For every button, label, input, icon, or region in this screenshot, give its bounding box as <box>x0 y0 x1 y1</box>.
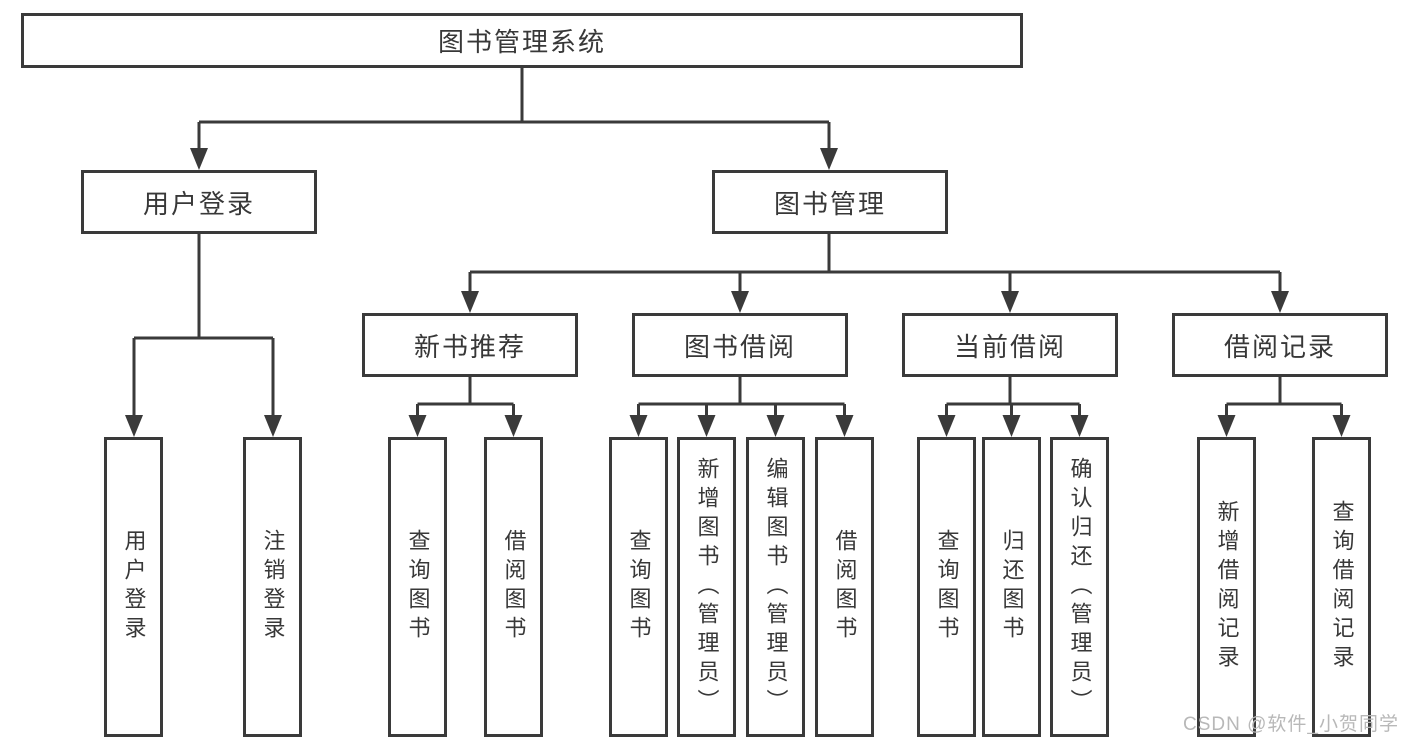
arrowhead-icon <box>408 415 427 437</box>
node-edit-books-admin: 编辑图书（管理员） <box>746 437 805 737</box>
node-confirm-return-admin: 确认归还（管理员） <box>1050 437 1109 737</box>
connector-line <box>416 377 515 417</box>
arrowhead-icon <box>1001 291 1019 313</box>
node-book-borrow: 图书借阅 <box>632 313 848 377</box>
node-label: 新增借阅记录 <box>1214 500 1240 674</box>
csdn-watermark: CSDN @软件_小贺同学 <box>1183 714 1399 735</box>
node-user-login: 用户登录 <box>81 170 317 234</box>
arrowhead-icon <box>1070 415 1089 437</box>
node-label: 查询图书 <box>934 529 960 645</box>
node-user-login-leaf: 用户登录 <box>104 437 163 737</box>
node-label: 图书管理 <box>773 188 886 219</box>
connector-line <box>637 377 846 417</box>
node-query-books-3: 查询图书 <box>917 437 976 737</box>
connector-line <box>945 377 1081 417</box>
connector-line <box>468 234 1282 293</box>
node-label: 确认归还（管理员） <box>1067 456 1093 718</box>
node-library-management-system: 图书管理系统 <box>21 13 1023 68</box>
edge-root-to-level2 <box>190 68 838 170</box>
node-label: 注销登录 <box>260 529 286 645</box>
arrowhead-icon <box>190 148 208 170</box>
node-label: 用户登录 <box>142 188 255 219</box>
edge-book-management-to-level3 <box>461 234 1289 313</box>
node-add-books-admin: 新增图书（管理员） <box>677 437 736 737</box>
arrowhead-icon <box>629 415 648 437</box>
node-new-book-recommend: 新书推荐 <box>362 313 578 377</box>
node-label: 查询借阅记录 <box>1329 500 1355 674</box>
arrowhead-icon <box>461 291 479 313</box>
node-query-books-2: 查询图书 <box>609 437 668 737</box>
node-label: 新增图书（管理员） <box>694 456 720 718</box>
edge-book-borrow-to-children <box>629 377 854 437</box>
arrowhead-icon <box>1332 415 1351 437</box>
arrowhead-icon <box>835 415 854 437</box>
arrowhead-icon <box>731 291 749 313</box>
node-label: 图书借阅 <box>683 331 796 362</box>
node-label: 用户登录 <box>121 529 147 645</box>
arrowhead-icon <box>504 415 523 437</box>
node-query-borrow-record: 查询借阅记录 <box>1312 437 1371 737</box>
arrowhead-icon <box>697 415 716 437</box>
node-logout: 注销登录 <box>243 437 302 737</box>
node-label: 当前借阅 <box>953 331 1066 362</box>
node-label: 查询图书 <box>405 529 431 645</box>
node-borrow-records: 借阅记录 <box>1172 313 1388 377</box>
node-query-books-1: 查询图书 <box>388 437 447 737</box>
edge-current-borrow-to-children <box>937 377 1089 437</box>
arrowhead-icon <box>125 415 143 437</box>
node-book-management: 图书管理 <box>712 170 948 234</box>
connector-line <box>1225 377 1343 417</box>
node-label: 借阅图书 <box>832 529 858 645</box>
edge-user-login-to-children <box>125 234 282 437</box>
connector-line <box>132 234 275 417</box>
arrowhead-icon <box>1002 415 1021 437</box>
node-label: 新书推荐 <box>413 331 526 362</box>
arrowhead-icon <box>937 415 956 437</box>
node-borrow-books-2: 借阅图书 <box>815 437 874 737</box>
edge-borrow-records-to-children <box>1217 377 1351 437</box>
node-add-borrow-record: 新增借阅记录 <box>1197 437 1256 737</box>
node-label: 借阅记录 <box>1223 331 1336 362</box>
node-label: 编辑图书（管理员） <box>763 456 789 718</box>
node-label: 归还图书 <box>999 529 1025 645</box>
node-return-books: 归还图书 <box>982 437 1041 737</box>
node-label: 借阅图书 <box>501 529 527 645</box>
arrowhead-icon <box>820 148 838 170</box>
arrowhead-icon <box>766 415 785 437</box>
node-current-borrow: 当前借阅 <box>902 313 1118 377</box>
node-borrow-books-1: 借阅图书 <box>484 437 543 737</box>
edge-new-book-recommend-to-children <box>408 377 523 437</box>
connector-line <box>197 68 831 150</box>
arrowhead-icon <box>1217 415 1236 437</box>
node-label: 图书管理系统 <box>437 27 606 57</box>
arrowhead-icon <box>264 415 282 437</box>
arrowhead-icon <box>1271 291 1289 313</box>
node-label: 查询图书 <box>626 529 652 645</box>
